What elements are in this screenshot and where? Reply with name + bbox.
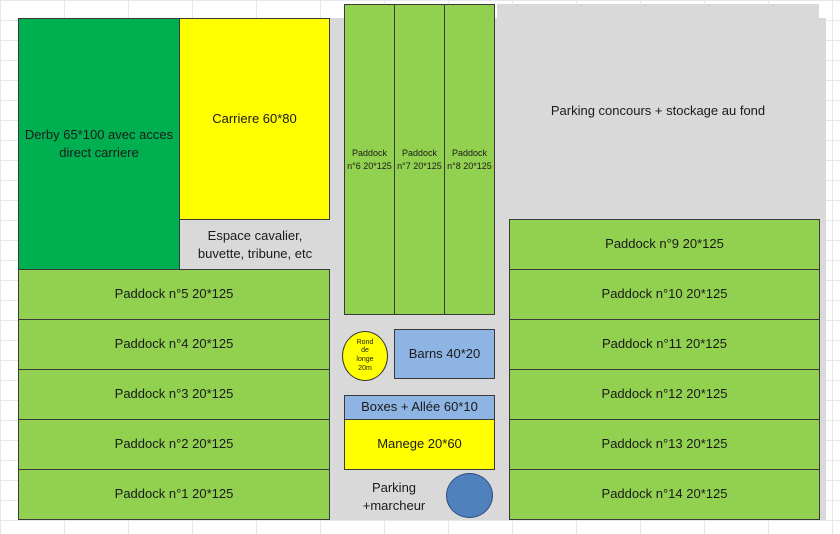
paddock-11: Paddock n°11 20*125 [509, 319, 820, 370]
rond-de-longe: Rond de longe 20m [342, 331, 388, 381]
paddock-7: Paddock n°7 20*125 [394, 4, 445, 315]
barns-zone: Barns 40*20 [394, 329, 495, 379]
horse-walker-circle [446, 473, 493, 518]
manege-zone: Manege 20*60 [344, 419, 495, 470]
parking-concours-zone: Parking concours + stockage au fond [497, 4, 819, 218]
paddock-12: Paddock n°12 20*125 [509, 369, 820, 420]
carriere-zone: Carriere 60*80 [179, 18, 330, 220]
boxes-allee-zone: Boxes + Allée 60*10 [344, 395, 495, 420]
espace-cavalier-zone: Espace cavalier, buvette, tribune, etc [180, 222, 330, 268]
paddock-3: Paddock n°3 20*125 [18, 369, 330, 420]
paddock-1: Paddock n°1 20*125 [18, 469, 330, 520]
paddock-13: Paddock n°13 20*125 [509, 419, 820, 470]
paddock-14: Paddock n°14 20*125 [509, 469, 820, 520]
paddock-10: Paddock n°10 20*125 [509, 269, 820, 320]
paddock-6: Paddock n°6 20*125 [344, 4, 395, 315]
derby-zone: Derby 65*100 avec acces direct carriere [18, 18, 180, 270]
paddock-8: Paddock n°8 20*125 [444, 4, 495, 315]
parking-marcheur-zone: Parking +marcheur [344, 474, 444, 520]
paddock-5: Paddock n°5 20*125 [18, 269, 330, 320]
paddock-9: Paddock n°9 20*125 [509, 219, 820, 270]
paddock-4: Paddock n°4 20*125 [18, 319, 330, 370]
paddock-2: Paddock n°2 20*125 [18, 419, 330, 470]
